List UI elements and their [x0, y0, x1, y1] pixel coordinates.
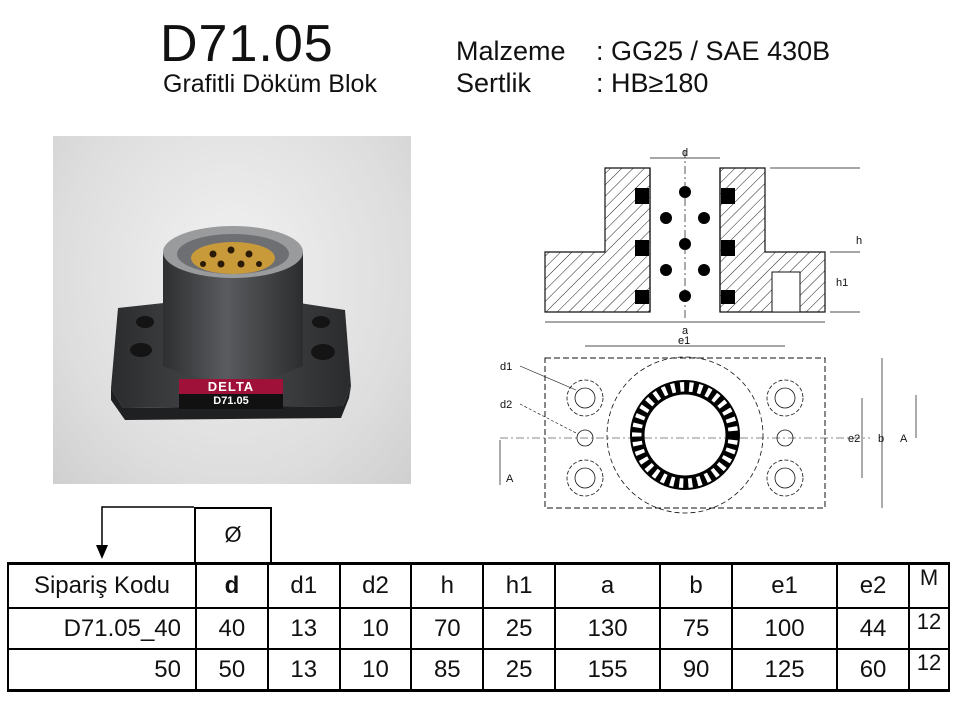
cell-m: 12 [908, 649, 950, 692]
order-code-arrow [96, 506, 194, 559]
dim-label-d2: d2 [500, 399, 512, 411]
header-e2: e2 [836, 562, 910, 609]
table-row: D71.05_40 40 13 10 70 25 130 75 100 44 1… [7, 608, 950, 650]
cell-d2: 10 [338, 608, 413, 650]
dim-label-h1: h1 [836, 277, 848, 289]
cell-order-code: D71.05_40 [7, 608, 197, 650]
cell-h: 70 [410, 608, 485, 650]
cell-d1: 13 [266, 608, 341, 650]
table-row: 50 50 13 10 85 25 155 90 125 60 12 [7, 649, 950, 692]
cell-d: 50 [195, 649, 269, 692]
dim-label-h: h [856, 235, 862, 247]
dim-label-b: b [878, 433, 884, 445]
cell-b: 75 [659, 608, 733, 650]
dimension-table: Sipariş Kodu d d1 d2 h h1 a b e1 e2 M D7… [7, 562, 950, 692]
header-e1: e1 [730, 562, 839, 609]
cell-e2: 60 [836, 649, 910, 692]
header-d1: d1 [266, 562, 341, 609]
header-d: d [195, 562, 269, 609]
header-order-code: Sipariş Kodu [7, 562, 197, 609]
header-m: M [908, 562, 950, 609]
product-photo: DELTA D71.05 [53, 136, 411, 484]
cell-h1: 25 [482, 608, 556, 650]
dim-label-A-right: A [900, 433, 908, 445]
product-subtitle: Grafitli Döküm Blok [163, 70, 377, 98]
cell-d2: 10 [338, 649, 413, 692]
cell-a: 155 [553, 649, 662, 692]
product-code-title: D71.05 [160, 15, 334, 73]
dim-label-e2: e2 [848, 433, 860, 445]
spec-hardness-key: Sertlik [456, 68, 532, 98]
header-h: h [410, 562, 485, 609]
cell-h: 85 [410, 649, 485, 692]
header-b: b [659, 562, 733, 609]
cell-h1: 25 [482, 649, 556, 692]
section-view: d h h1 a [544, 147, 862, 337]
spec-hardness-value: : HB≥180 [596, 68, 709, 98]
table-header-row: Sipariş Kodu d d1 d2 h h1 a b e1 e2 M [7, 562, 950, 609]
spec-material-value: : GG25 / SAE 430B [596, 36, 831, 66]
product-photo-graphic [111, 226, 351, 420]
header-h1: h1 [482, 562, 556, 609]
cell-e1: 125 [730, 649, 839, 692]
cell-b: 90 [659, 649, 733, 692]
cell-d: 40 [195, 608, 269, 650]
diameter-symbol-header: Ø [194, 507, 272, 562]
spec-material: Malzeme : GG25 / SAE 430B [456, 36, 830, 67]
cell-e1: 100 [730, 608, 839, 650]
cell-m: 12 [908, 608, 950, 650]
dim-label-d1: d1 [500, 361, 512, 373]
technical-drawing: d h h1 a e1 A d1 d2 e2 b [499, 147, 917, 514]
dim-label-a: a [682, 325, 689, 337]
brand-name: DELTA [179, 379, 283, 394]
cell-d1: 13 [266, 649, 341, 692]
spec-hardness: Sertlik : HB≥180 [456, 68, 708, 99]
dim-label-d: d [682, 147, 688, 159]
dim-label-e1: e1 [678, 335, 690, 347]
spec-material-key: Malzeme [456, 36, 566, 66]
brand-model: D71.05 [179, 394, 283, 409]
header-a: a [553, 562, 662, 609]
header-d2: d2 [338, 562, 413, 609]
brand-label: DELTA D71.05 [179, 379, 283, 409]
cell-e2: 44 [836, 608, 910, 650]
plan-view: e1 A d1 d2 e2 b A [499, 335, 917, 514]
cell-a: 130 [553, 608, 662, 650]
dim-label-A-left: A [506, 473, 514, 485]
cell-order-code: 50 [7, 649, 197, 692]
